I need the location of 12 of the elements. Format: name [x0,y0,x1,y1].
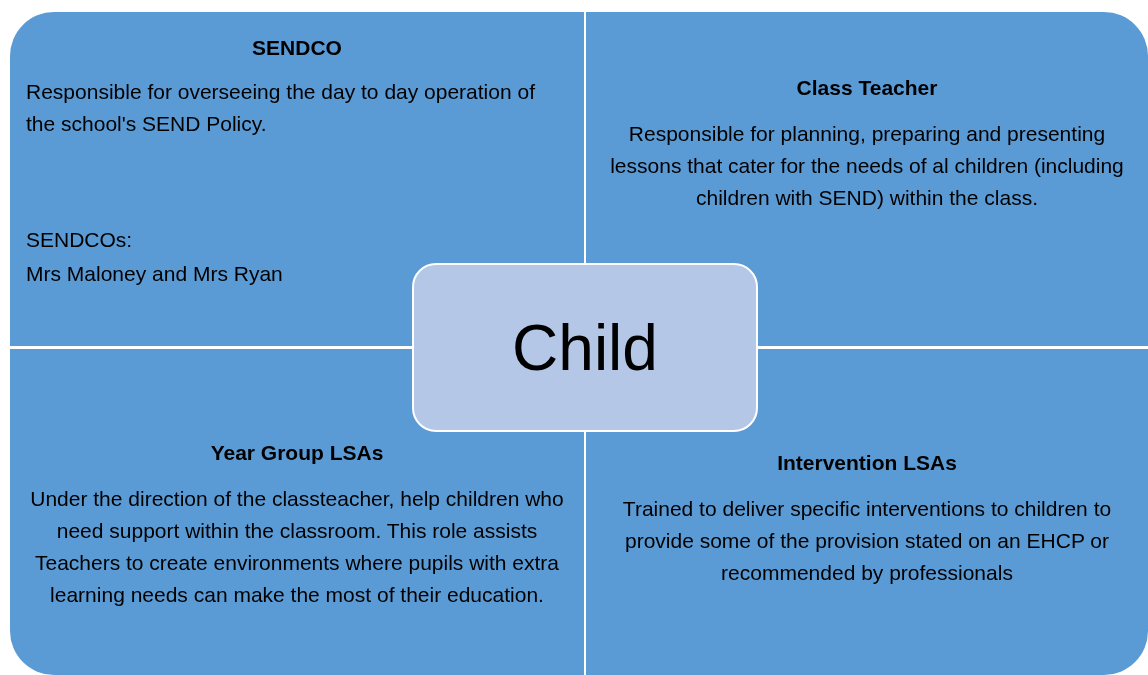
role-description: Mrs Maloney and Mrs Ryan [26,261,284,287]
role-heading: Year Group LSAs [209,440,385,466]
role-description: Trained to deliver specific interventions to children to provide some of the provision stated on an EHCP or recommended by professionals [621,496,1113,586]
center-box [412,263,758,432]
role-heading: SENDCO [251,35,343,61]
role-description: Responsible for planning, preparing and presenting lessons that cater for the needs of al children (including children with SEND) within the class. [609,121,1125,211]
role-heading: Class Teacher [795,75,939,101]
role-description: Under the direction of the classteacher, help children who need support within the classroom. This role assists Teachers to create environments where pupils with extra learning needs can make the most of their education. [29,486,565,608]
center-label: Child [512,315,658,380]
role-heading: Intervention LSAs [776,450,958,476]
role-description: Responsible for overseeing the day to day operation of the school's SEND Policy. [26,79,536,137]
role-description: SENDCOs: [26,227,134,253]
